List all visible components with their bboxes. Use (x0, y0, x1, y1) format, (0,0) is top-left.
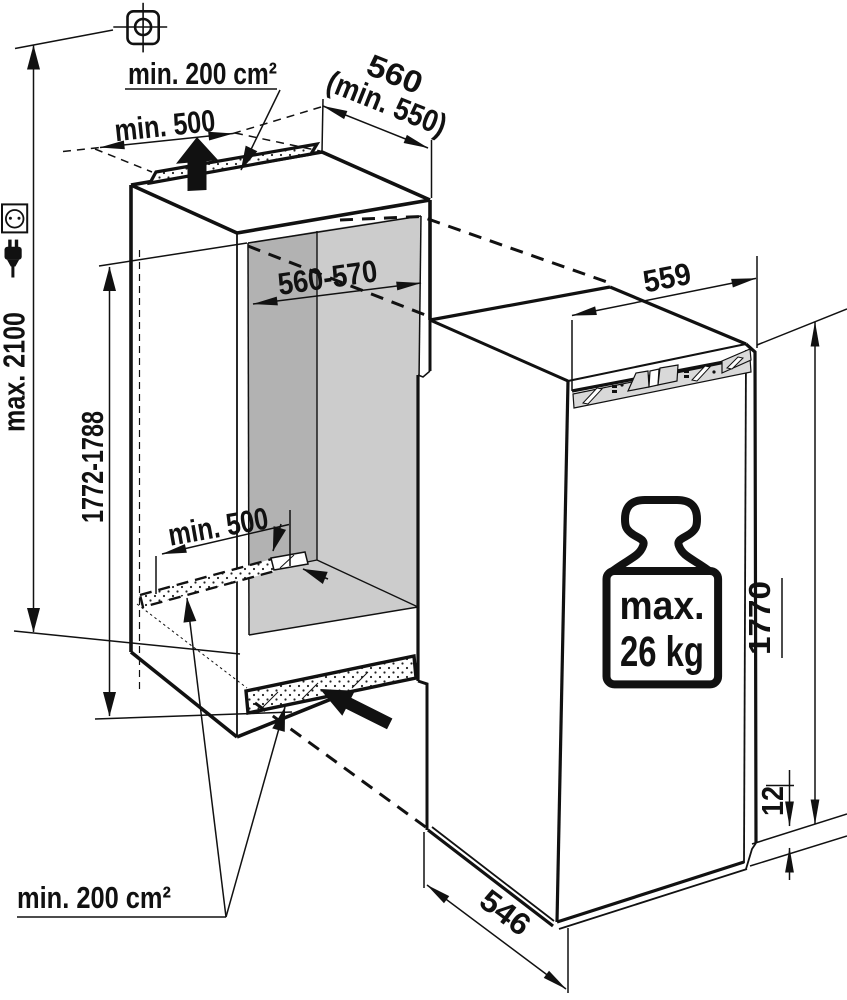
construction-dashed (234, 132, 321, 152)
leader-line (183, 597, 227, 918)
bracket-bump (657, 364, 679, 386)
hatch (261, 691, 279, 709)
weight-box (602, 567, 723, 689)
appliance-body (418, 287, 755, 927)
dim-niche-width-line (252, 281, 422, 306)
base-ref-line (751, 813, 847, 845)
weight-knob (606, 496, 716, 577)
weight-max-label: max. (620, 584, 705, 628)
rear-gap-arrow (302, 568, 329, 584)
dimensions (13, 29, 847, 993)
dim-depth-line (322, 105, 429, 149)
base-front-edge (558, 868, 748, 930)
bracket-mark (684, 370, 689, 373)
edge (321, 150, 431, 202)
bracket-mark (612, 385, 617, 388)
dim-ext (321, 98, 324, 153)
leader-line (240, 89, 281, 171)
bracket-slot (725, 356, 745, 370)
edge (745, 842, 757, 870)
hatch (279, 554, 295, 569)
edge (429, 318, 569, 383)
airflow-up-arrow-icon (176, 137, 218, 191)
projection-line (339, 214, 608, 284)
edge (417, 679, 429, 830)
bracket-slot (582, 387, 603, 405)
edge (316, 559, 419, 608)
dim-clearance-line (99, 131, 234, 150)
bracket-bump (626, 370, 650, 392)
ceiling-datum-crosshair-icon (113, 2, 168, 53)
label-clearance-top: min. 500 (113, 103, 217, 148)
label-niche-height: 1772-1788 (75, 411, 110, 523)
niche-back-wall (248, 231, 317, 574)
bracket-mark (684, 375, 689, 378)
dim-rear-gap-line (161, 523, 290, 555)
dim-appl-depth-line (426, 884, 567, 990)
weight-icon: max. 26 kg (602, 496, 723, 689)
floor-ref-line (13, 630, 241, 655)
bracket-mark (620, 383, 624, 387)
bracket-mark (712, 370, 716, 374)
edge (129, 650, 239, 739)
hatch (301, 682, 319, 700)
dim-ext (756, 308, 847, 346)
label-appl-height: 1770 (742, 581, 777, 655)
edge (567, 343, 747, 382)
leader-line (225, 706, 286, 918)
weight-value-label: 26 kg (620, 628, 704, 676)
appliance: max. 26 kg (416, 285, 758, 930)
bracket-slot (691, 365, 711, 382)
niche-right-wall (317, 215, 421, 607)
niche-height-ref-bottom (94, 711, 293, 720)
construction-dashed (232, 106, 322, 135)
bracket-notch (648, 368, 660, 388)
hatch (351, 671, 369, 689)
edge (744, 342, 758, 844)
niche-left-panel (131, 185, 237, 737)
construction-dashed (94, 148, 153, 173)
label-base-height: 12 (755, 786, 790, 816)
base-ref-line (749, 835, 847, 867)
label-vent-top: min. 200 cm² (128, 56, 277, 91)
dim-appl-width-line (571, 277, 757, 317)
edge (555, 380, 570, 923)
construction-dashed (62, 146, 101, 153)
icons (1, 2, 168, 278)
rear-gap-arrow (272, 523, 287, 552)
edge (130, 183, 238, 235)
label-vent-bottom: min. 200 cm² (17, 880, 171, 915)
bracket-mark (612, 390, 617, 393)
power-plug-icon (4, 239, 22, 278)
edge (417, 370, 431, 378)
door-right-edge (743, 349, 747, 864)
ceiling-ref-line (14, 29, 114, 50)
projection-line (254, 701, 428, 830)
edge (248, 606, 419, 636)
niche-height-ref-top (98, 242, 248, 267)
niche-floor (248, 560, 418, 635)
bottom-vent-strip (244, 653, 418, 716)
power-socket-icon (1, 203, 29, 234)
label-max-height: max. 2100 (0, 312, 32, 432)
door-bottom-edge (556, 860, 745, 924)
fixing-bracket-strip (572, 348, 752, 409)
edge (236, 198, 431, 235)
bottom-vent (244, 653, 418, 716)
hidden-edge (136, 603, 248, 689)
rear-vent-hidden (138, 557, 277, 609)
edge (247, 215, 422, 244)
airflow-insert-arrow-icon (320, 689, 393, 730)
